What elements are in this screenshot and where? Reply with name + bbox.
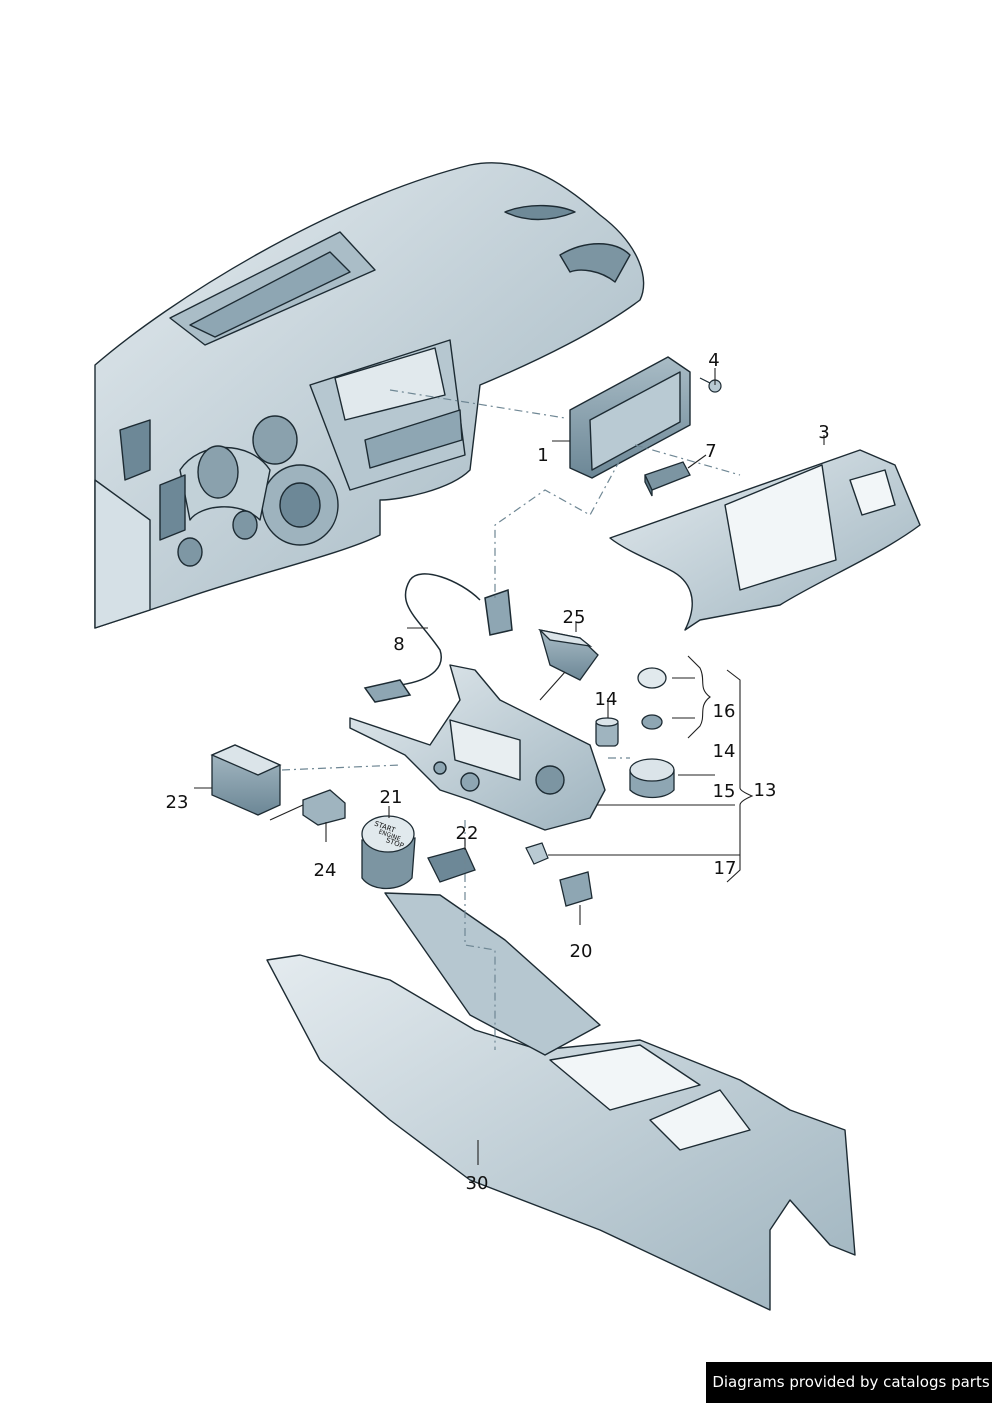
- shift-console: [349, 664, 606, 831]
- callout-8: 8: [393, 634, 404, 655]
- trim-panel: [609, 449, 921, 631]
- callout-4: 4: [708, 350, 719, 371]
- knob-base: [629, 758, 675, 799]
- switch-25: [538, 628, 599, 681]
- callout-22: 22: [456, 823, 479, 844]
- connector-20: [559, 871, 593, 907]
- callout-23: 23: [166, 792, 189, 813]
- callout-17: 17: [714, 858, 737, 879]
- callout-14-side: 14: [713, 741, 736, 762]
- callout-labels: 1 3 4 7 8 25 14 16 14 13 15 23 21 22 24 …: [166, 350, 830, 1194]
- callout-25: 25: [563, 607, 586, 628]
- callout-15: 15: [713, 781, 736, 802]
- leader-lines: [194, 368, 825, 1165]
- start-stop-button: [361, 815, 416, 890]
- callout-7: 7: [705, 441, 716, 462]
- callout-3: 3: [818, 422, 829, 443]
- callout-20: 20: [570, 941, 593, 962]
- dashboard: [94, 162, 645, 629]
- braces: [687, 655, 754, 883]
- callout-14-top: 14: [595, 689, 618, 710]
- control-unit: [644, 461, 691, 497]
- callout-16: 16: [713, 701, 736, 722]
- center-console: [266, 892, 856, 1311]
- callout-1: 1: [537, 445, 548, 466]
- screw: [699, 377, 722, 393]
- connector-24: [302, 789, 346, 826]
- cable: [363, 573, 513, 703]
- clip: [525, 842, 549, 865]
- switch-block: [210, 744, 282, 816]
- callout-30: 30: [466, 1173, 489, 1194]
- assembly-lines: [281, 389, 741, 1050]
- connector-22: [427, 847, 476, 883]
- callout-13: 13: [754, 780, 777, 801]
- callout-24: 24: [314, 860, 337, 881]
- knob-cap: [637, 667, 667, 730]
- display-unit: [569, 356, 691, 479]
- credit-banner: Diagrams provided by catalogs parts: [706, 1362, 992, 1403]
- callout-21: 21: [380, 787, 403, 808]
- knob-14: [595, 717, 619, 747]
